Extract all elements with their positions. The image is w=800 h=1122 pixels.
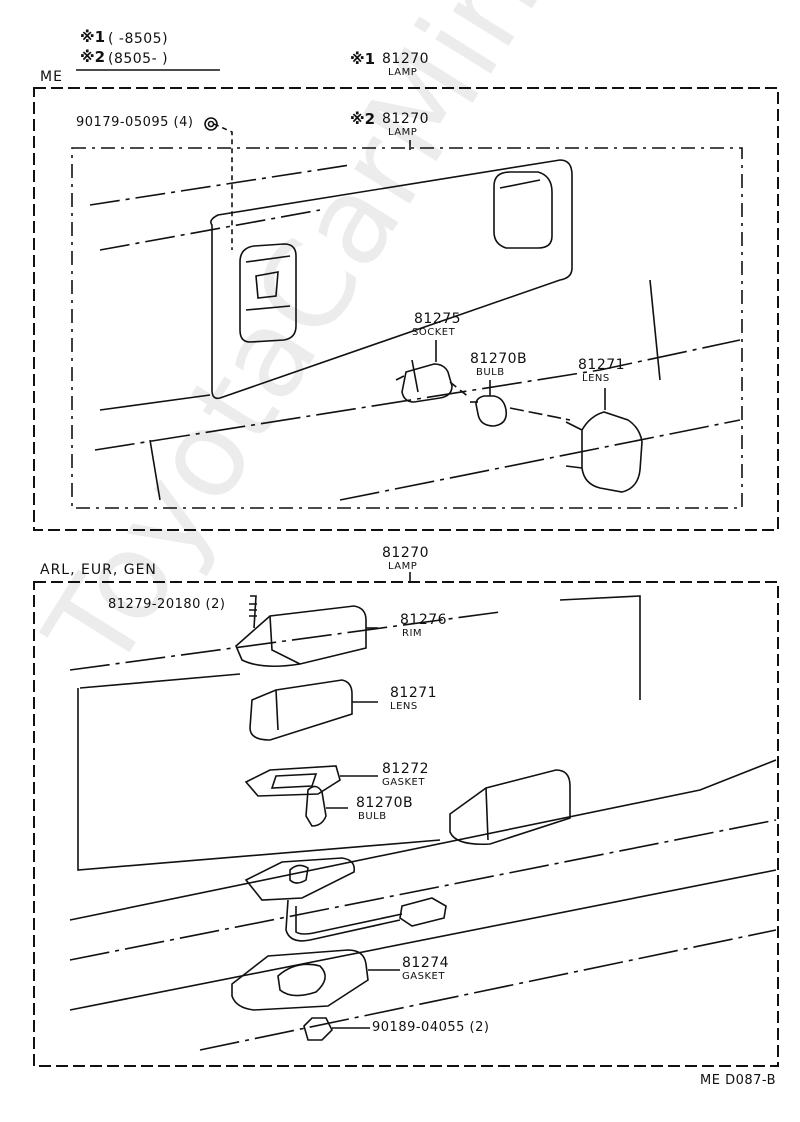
bottom-bulb-name: BULB: [358, 811, 387, 822]
bottom-screw-label: 81279-20180 (2): [108, 597, 226, 612]
reflector-bottom: [449, 769, 571, 846]
lamp1-mark: ※1: [350, 50, 376, 68]
socket-number: 81275: [414, 311, 462, 327]
rim: [235, 605, 367, 668]
housing-bottom: [244, 857, 356, 901]
bottom-bulb-number: 81270B: [356, 795, 414, 811]
lamp1-number: 81270: [382, 51, 430, 67]
legend-text-2: (8505- ): [108, 51, 169, 67]
lamp2-mark: ※2: [350, 110, 376, 128]
top-screw-label: 90179-05095 (4): [76, 115, 194, 130]
top-bulb-number: 81270B: [470, 351, 528, 367]
socket-name: SOCKET: [412, 327, 456, 338]
bottom-section-frame: [33, 581, 779, 1067]
bulb-bottom: [305, 785, 327, 827]
gasket-number: 81272: [382, 761, 430, 777]
bottom-screw: [250, 595, 257, 629]
gasket2: [231, 949, 369, 1011]
top-lens-name: LENS: [582, 373, 610, 384]
top-section-header: ME: [40, 69, 63, 85]
lamp2-number: 81270: [382, 111, 430, 127]
bottom-lamp-name: LAMP: [388, 561, 418, 572]
nut-label: 90189-04055 (2): [372, 1020, 490, 1035]
lens-bottom: [249, 679, 353, 741]
nut: [303, 1017, 333, 1041]
bulb: [475, 395, 508, 427]
top-lens-number: 81271: [578, 357, 626, 373]
bottom-lens-name: LENS: [390, 701, 418, 712]
bottom-lamp-number: 81270: [382, 545, 430, 561]
gasket: [244, 765, 341, 797]
lens-top: [581, 411, 643, 493]
lamp2-name: LAMP: [388, 127, 418, 138]
gasket-name: GASKET: [382, 777, 425, 788]
rim-number: 81276: [400, 612, 448, 628]
legend-text-1: ( -8505): [108, 31, 169, 47]
top-bulb-name: BULB: [476, 367, 505, 378]
license-panel: [210, 159, 573, 400]
bottom-lens-number: 81271: [390, 685, 438, 701]
lamp1-name: LAMP: [388, 67, 418, 78]
socket: [401, 363, 453, 403]
diagram-code: ME D087-B: [700, 1073, 777, 1088]
top-section-frame: [33, 87, 779, 531]
lamp-housing: [239, 243, 297, 343]
top-lamp-frame: [71, 147, 743, 509]
gasket2-number: 81274: [402, 955, 450, 971]
legend-mark-2: ※2: [80, 48, 106, 66]
rim-name: RIM: [402, 628, 423, 639]
gasket2-name: GASKET: [402, 971, 445, 982]
legend-mark-1: ※1: [80, 28, 106, 46]
bottom-section-header: ARL, EUR, GEN: [40, 562, 157, 578]
connector: [399, 897, 447, 927]
reflector: [493, 171, 553, 249]
screw-head: [204, 117, 218, 131]
